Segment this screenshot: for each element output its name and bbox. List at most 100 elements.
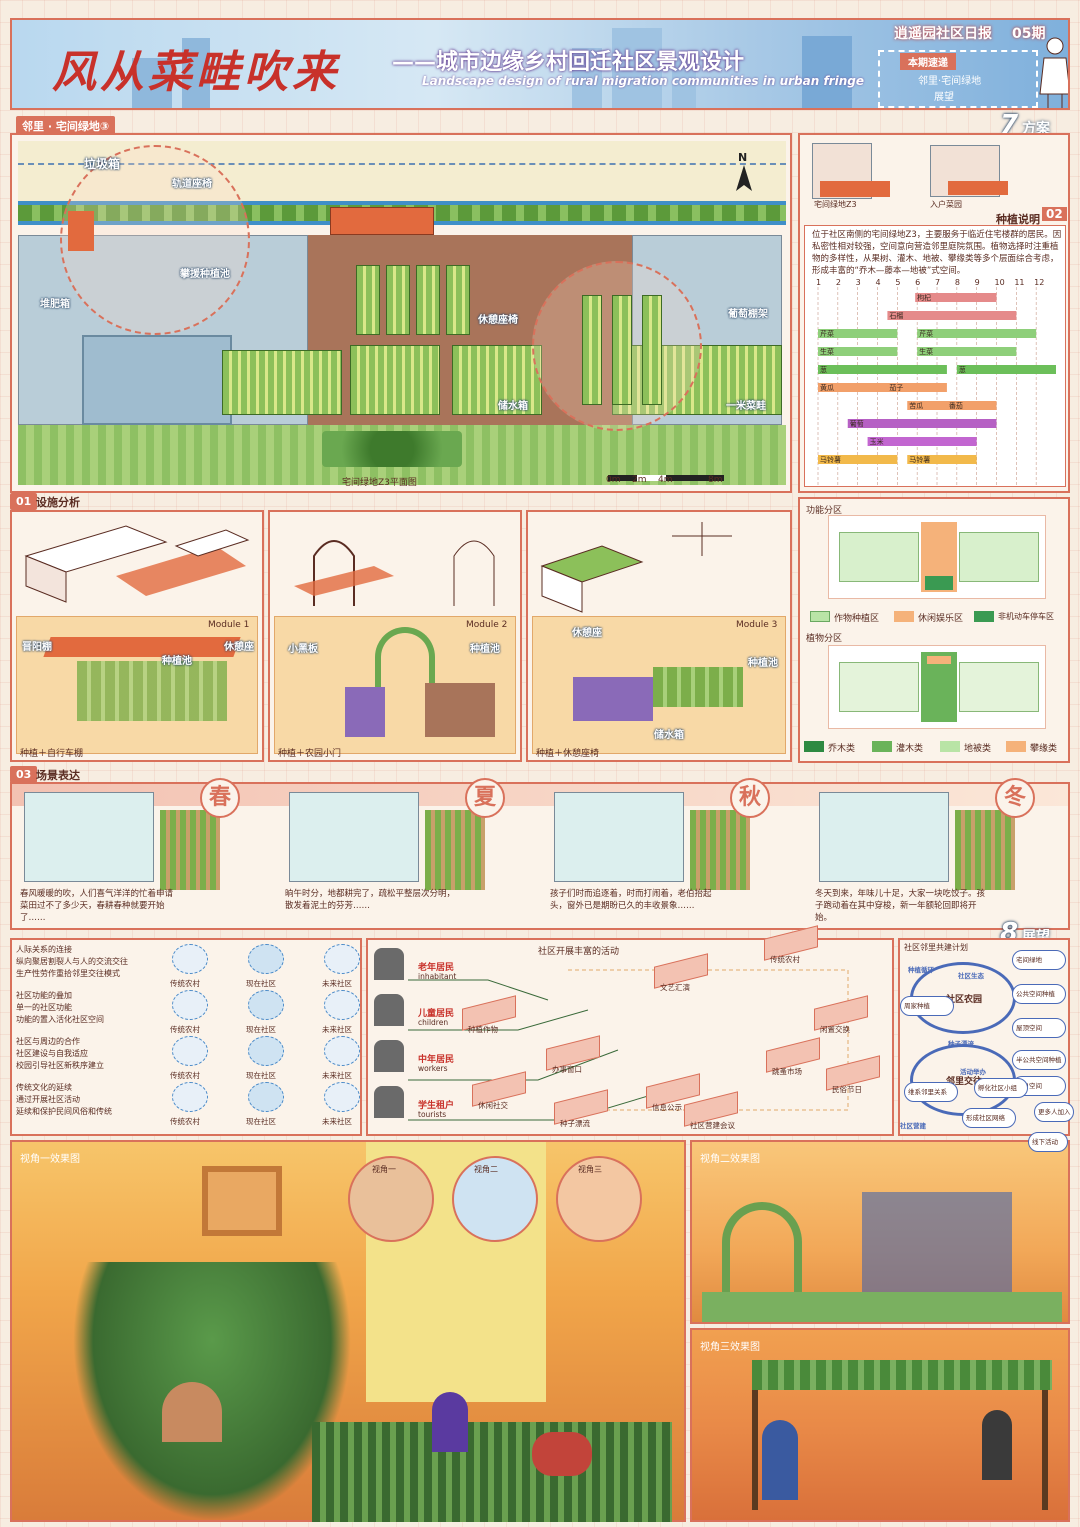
- axon-label: 宅间绿地Z3: [814, 200, 857, 209]
- view-caption: 视角一效果图: [20, 1154, 80, 1165]
- view1-person: [532, 1432, 592, 1476]
- coplan-item: [1012, 1018, 1066, 1038]
- legend-label: 地被类: [964, 744, 992, 754]
- module-label: 种植池: [470, 644, 500, 655]
- module-label: 小黑板: [288, 644, 318, 655]
- plant-zone-map: [828, 645, 1046, 729]
- relation-col-label: 传统农村: [170, 1117, 200, 1126]
- relation-diagram: [324, 944, 360, 974]
- view3-person: [762, 1420, 798, 1500]
- plan-label: 堆肥箱: [40, 299, 70, 310]
- scale-tick: 2m: [632, 475, 647, 485]
- axon-garden: [948, 181, 1008, 195]
- brief-box: [878, 50, 1038, 108]
- crop-bar: [818, 329, 898, 338]
- coplan-item-label: 屋顶空间: [1016, 1024, 1042, 1032]
- module-caption: 种植＋自行车棚: [20, 749, 84, 759]
- relation-diagram: [324, 1036, 360, 1066]
- crop-label: 芹菜: [820, 329, 834, 338]
- view1-window: [202, 1166, 282, 1236]
- legend-label: 灌木类: [896, 744, 924, 754]
- issue-number: 05期: [1012, 26, 1046, 42]
- module-exploded-diagram: [24, 525, 250, 603]
- planting-bed: [582, 295, 602, 405]
- season-building: [819, 792, 949, 882]
- relation-col-label: 传统农村: [170, 1025, 200, 1034]
- planting-panel: 宅间绿地Z3 入户菜园 种植说明 02 位于社区南侧的宅间绿地Z3，主要服务于临…: [798, 133, 1070, 493]
- poster-header: 风从菜畦吹来 ——城市边缘乡村回迁社区景观设计 Landscape design…: [10, 18, 1070, 110]
- crop-bar: [887, 311, 1017, 320]
- newspaper-name: 逍遥园社区日报: [894, 26, 992, 42]
- crop-label: 石榴: [889, 311, 903, 320]
- coplan-arc-label: 种子漂流: [948, 1040, 974, 1048]
- coplan-item-label: 宅间绿地: [1016, 956, 1042, 964]
- coplan-item: [900, 996, 954, 1016]
- relation-diagram: [248, 1036, 284, 1066]
- coplan-item: [1028, 1132, 1068, 1152]
- planting-bed: [642, 295, 662, 405]
- module-label: 种植池: [748, 658, 778, 669]
- section-number: 7: [1000, 110, 1019, 140]
- resident-group-cn: 学生租户: [418, 1101, 455, 1111]
- plan-panel: 垃圾箱 轨道座椅 攀援种植池 堆肥箱 休憩座椅 葡萄棚架 储水箱 一米菜畦 N …: [10, 133, 792, 493]
- activity-label: 闲置交换: [820, 1025, 850, 1034]
- func-zone-map: [828, 515, 1046, 599]
- view3-pergola: [752, 1360, 1052, 1390]
- crop-bar: [956, 365, 1056, 374]
- view-minimap: [452, 1156, 538, 1242]
- relation-diagram: [324, 990, 360, 1020]
- activity-label: 民俗节日: [832, 1085, 862, 1094]
- coplan-item: [1012, 950, 1066, 970]
- relation-item: 社区建设与自我适应: [16, 1049, 88, 1058]
- relation-item: 功能的置入活化社区空间: [16, 1015, 104, 1024]
- season-char: 冬: [995, 778, 1035, 818]
- relation-col-label: 未来社区: [322, 1117, 352, 1126]
- scale-bar: [608, 475, 724, 481]
- module-label: 休憩座: [572, 628, 602, 639]
- legend-swatch: [1006, 741, 1026, 752]
- legend-label: 非机动车停车区: [998, 612, 1054, 621]
- month-tick: 1: [816, 278, 821, 287]
- relation-diagram: [324, 1082, 360, 1112]
- module-label: 晋阳棚: [22, 642, 52, 653]
- coplan-title: 社区邻里共建计划: [904, 943, 968, 952]
- road-marking: [18, 163, 786, 166]
- figure-illustration: [1039, 37, 1068, 108]
- season-text: 孩子们时而追逐着，时而打闹着，老伯抬起头，窗外已是期盼已久的丰收景象……: [550, 889, 712, 911]
- relation-diagram: [248, 990, 284, 1020]
- coplan-item-label: 半公共空间种植: [1016, 1056, 1062, 1064]
- season-garden: [690, 810, 750, 890]
- month-tick: 7: [935, 278, 940, 287]
- module-name: Module 1: [208, 620, 250, 630]
- activity-label: 跳蚤市场: [772, 1067, 802, 1076]
- legend-swatch: [940, 741, 960, 752]
- resident-figure: [374, 1086, 404, 1118]
- coplan-item: [962, 1108, 1016, 1128]
- relation-title: 社区功能的叠加: [16, 991, 72, 1000]
- relation-diagram: [172, 1082, 208, 1112]
- scale-tick: 0m: [606, 475, 621, 485]
- activity-label: 文艺汇演: [660, 983, 690, 992]
- plan-label: 垃圾箱: [84, 157, 121, 171]
- season-garden: [955, 810, 1015, 890]
- planting-num: 02: [1042, 207, 1067, 221]
- plan-label: 轨道座椅: [172, 179, 212, 190]
- relation-col-label: 现在社区: [246, 1025, 276, 1034]
- crop-label: 马铃薯: [820, 455, 841, 464]
- relation-col-label: 现在社区: [246, 979, 276, 988]
- resident-group-en: children: [418, 1018, 449, 1027]
- plan-label: 一米菜畦: [726, 401, 766, 412]
- coplan-item: [1012, 1050, 1066, 1070]
- crop-bar: [887, 383, 947, 392]
- module-panel-2: Module 2 小黑板 种植池 种植＋农园小门: [268, 510, 522, 762]
- season-text: 晌午时分，地都耕完了，疏松平整层次分明，散发着泥土的芬芳……: [285, 889, 456, 911]
- resident-group-en: tourists: [418, 1110, 447, 1119]
- relation-item: 延续和保护民间风俗和传统: [16, 1107, 112, 1116]
- coplan-item-label: 形成社区网络: [966, 1114, 1005, 1122]
- plan-label: 储水箱: [498, 401, 528, 412]
- resident-group-cn: 老年居民: [418, 963, 455, 973]
- month-tick: 4: [876, 278, 881, 287]
- coplan-item: [1034, 1102, 1074, 1122]
- skyline-building: [612, 28, 662, 108]
- crop-label: 枸杞: [917, 293, 931, 302]
